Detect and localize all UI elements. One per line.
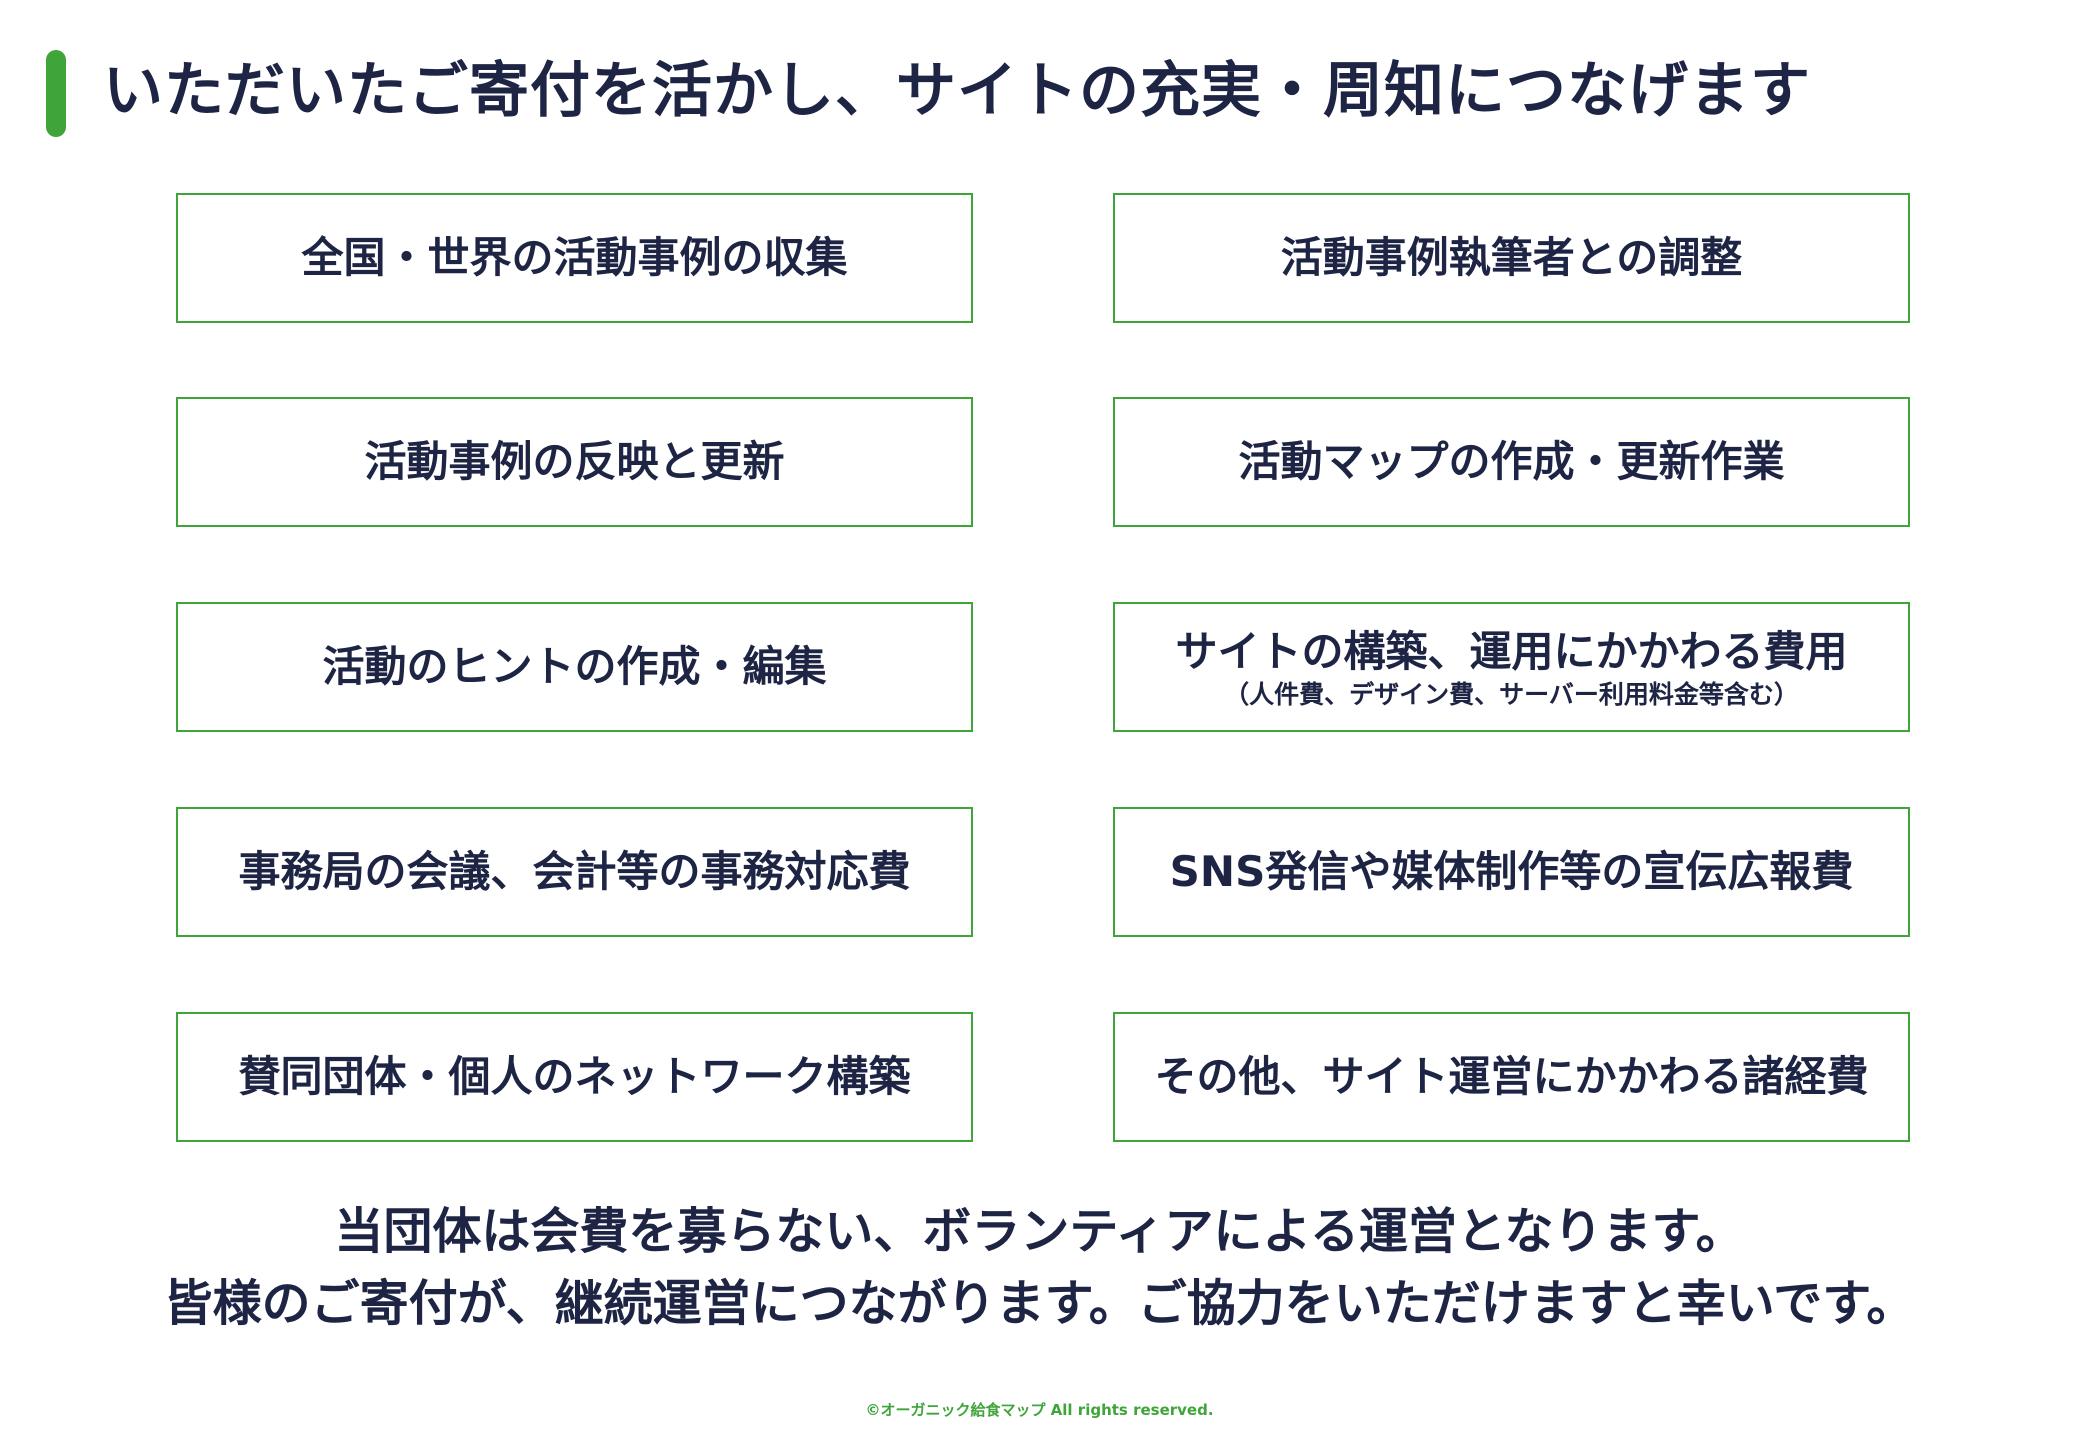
item-label: 活動事例執筆者との調整 bbox=[1280, 233, 1743, 282]
item-card-reflect-update: 活動事例の反映と更新 bbox=[176, 397, 973, 527]
item-label: 賛同団体・個人のネットワーク構築 bbox=[238, 1052, 911, 1101]
item-card-site-costs: サイトの構築、運用にかかわる費用 （人件費、デザイン費、サーバー利用料金等含む） bbox=[1113, 602, 1910, 732]
closing-line-1: 当団体は会費を募らない、ボランティアによる運営となります。 bbox=[334, 1203, 1745, 1260]
title-accent-bar bbox=[46, 50, 66, 137]
item-label: SNS発信や媒体制作等の宣伝広報費 bbox=[1169, 847, 1854, 896]
copyright-footer: ©オーガニック給食マップ All rights reserved. bbox=[865, 1401, 1214, 1419]
item-label: 活動事例の反映と更新 bbox=[364, 437, 785, 486]
closing-line-2: 皆様のご寄付が、継続運営につながります。ご協力をいただけますと幸いです。 bbox=[163, 1275, 1916, 1332]
closing-message: 当団体は会費を募らない、ボランティアによる運営となります。 皆様のご寄付が、継続… bbox=[0, 1196, 2079, 1340]
item-label: サイトの構築、運用にかかわる費用 bbox=[1175, 627, 1848, 676]
item-label: 活動マップの作成・更新作業 bbox=[1238, 437, 1785, 486]
item-card-publicity-costs: SNS発信や媒体制作等の宣伝広報費 bbox=[1113, 807, 1910, 937]
item-card-collect-cases: 全国・世界の活動事例の収集 bbox=[176, 193, 973, 323]
item-card-office-costs: 事務局の会議、会計等の事務対応費 bbox=[176, 807, 973, 937]
item-card-network-building: 賛同団体・個人のネットワーク構築 bbox=[176, 1012, 973, 1142]
item-note: （人件費、デザイン費、サーバー利用料金等含む） bbox=[1224, 680, 1799, 709]
item-card-misc-costs: その他、サイト運営にかかわる諸経費 bbox=[1113, 1012, 1910, 1142]
item-label: 事務局の会議、会計等の事務対応費 bbox=[238, 847, 911, 896]
item-card-author-coordination: 活動事例執筆者との調整 bbox=[1113, 193, 1910, 323]
page-title: いただいたご寄付を活かし、サイトの充実・周知につなげます bbox=[103, 56, 1811, 126]
item-label: その他、サイト運営にかかわる諸経費 bbox=[1154, 1052, 1869, 1101]
item-card-map-work: 活動マップの作成・更新作業 bbox=[1113, 397, 1910, 527]
item-card-hints-editing: 活動のヒントの作成・編集 bbox=[176, 602, 973, 732]
item-label: 全国・世界の活動事例の収集 bbox=[301, 233, 848, 282]
item-label: 活動のヒントの作成・編集 bbox=[322, 642, 827, 691]
